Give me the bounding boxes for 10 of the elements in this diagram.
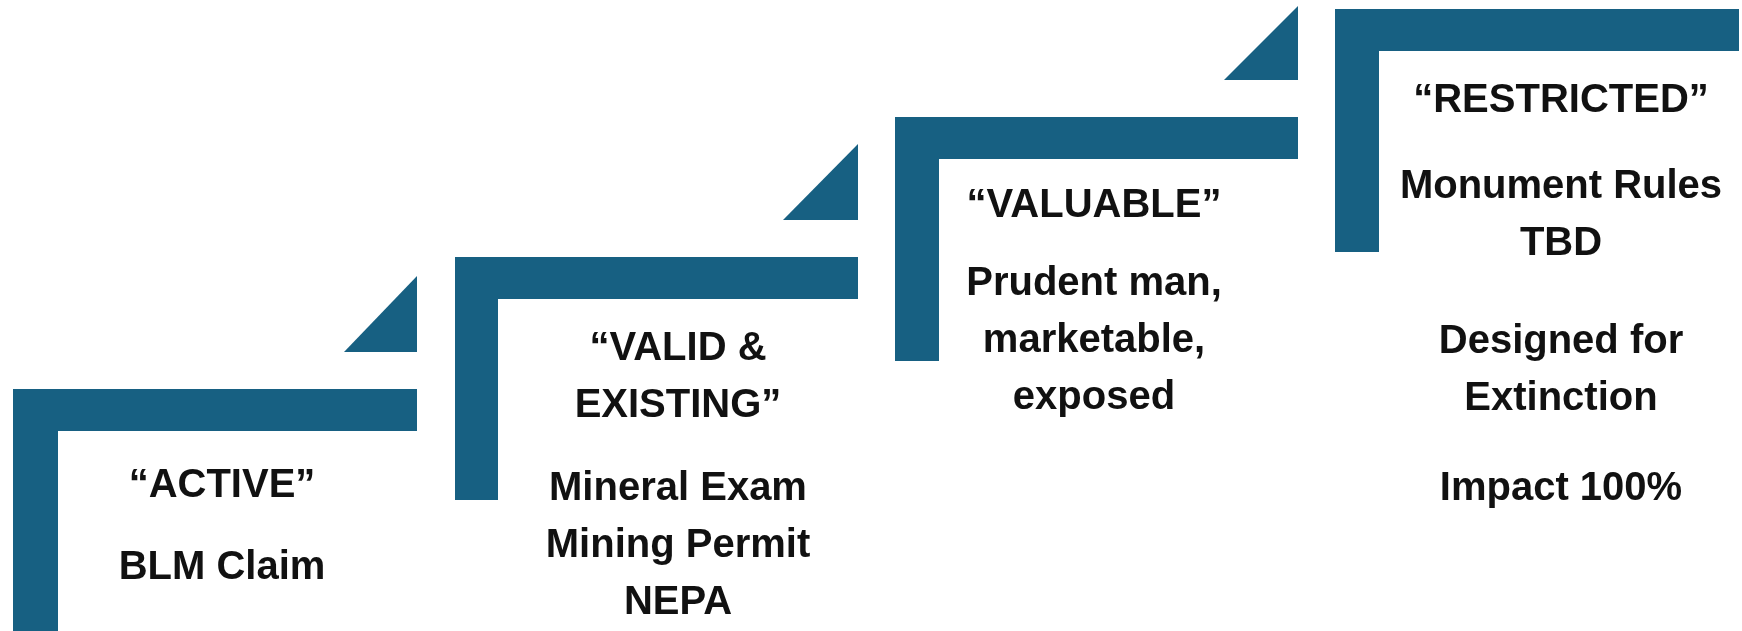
step-text: Prudent man, marketable, exposed [965,258,1223,419]
step-text: Mineral Exam Mining Permit NEPA [544,463,812,624]
step-heading: “VALUABLE” [965,180,1223,227]
step-heading: “RESTRICTED” [1412,75,1710,122]
step-heading: “VALID & EXISTING” [573,323,783,427]
step-text: BLM Claim [117,542,327,589]
step-heading: “ACTIVE” [127,460,317,507]
step-text: Designed for Extinction [1437,316,1685,420]
step-text: Impact 100% [1438,463,1684,510]
step-text: Monument Rules TBD [1398,161,1724,265]
